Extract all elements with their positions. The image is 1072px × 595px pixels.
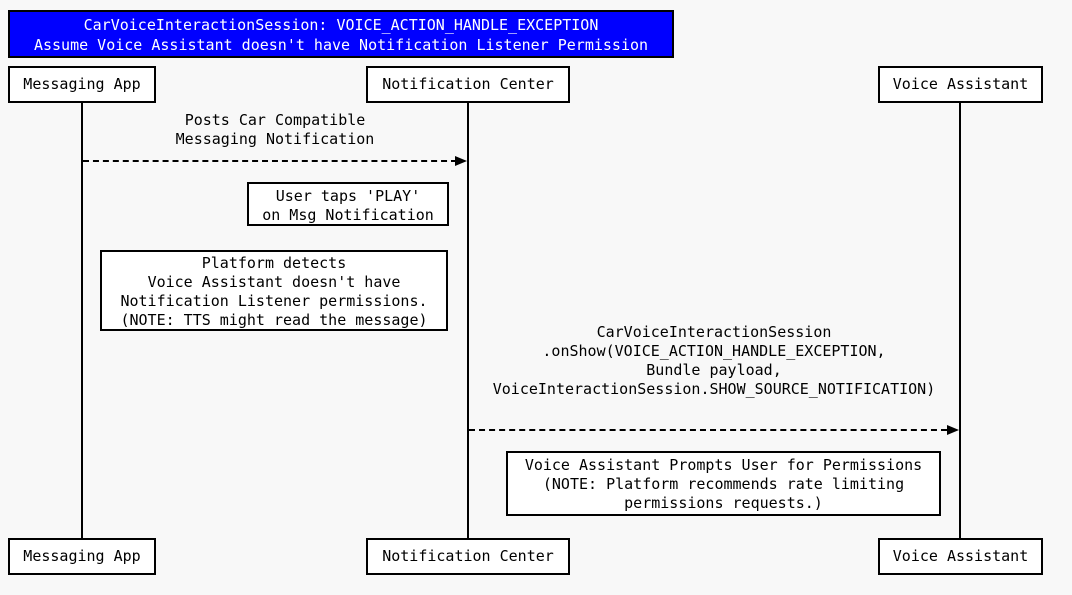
note-platform-detects: Platform detects Voice Assistant doesn't…: [100, 250, 448, 331]
note-line: Voice Assistant doesn't have: [147, 273, 401, 291]
note-user-taps-play: User taps 'PLAY' on Msg Notification: [247, 182, 449, 226]
lifeline-messaging-app: [81, 103, 83, 538]
participant-messaging-app-top: Messaging App: [8, 66, 156, 103]
diagram-title-line1: CarVoiceInteractionSession: VOICE_ACTION…: [83, 16, 599, 34]
message-2-line4: VoiceInteractionSession.SHOW_SOURCE_NOTI…: [492, 380, 936, 398]
message-1-arrow-line: [83, 160, 457, 162]
message-1-line2: Messaging Notification: [175, 130, 375, 148]
note-line: Voice Assistant Prompts User for Permiss…: [524, 456, 923, 474]
message-2-line3: Bundle payload,: [646, 361, 782, 379]
lifeline-voice-assistant: [959, 103, 961, 538]
note-line: (NOTE: Platform recommends rate limiting: [542, 475, 905, 493]
note-line: User taps 'PLAY': [275, 187, 421, 205]
note-voice-assistant-prompts: Voice Assistant Prompts User for Permiss…: [506, 451, 941, 516]
participant-label: Voice Assistant: [892, 547, 1029, 565]
participant-messaging-app-bottom: Messaging App: [8, 538, 156, 575]
participant-label: Voice Assistant: [892, 75, 1029, 93]
participant-label: Messaging App: [23, 547, 141, 565]
message-2-arrow-line: [469, 429, 947, 431]
diagram-title: CarVoiceInteractionSession: VOICE_ACTION…: [8, 10, 674, 58]
note-line: Notification Listener permissions.: [120, 292, 428, 310]
lifeline-notification-center: [467, 103, 469, 538]
participant-notification-center-bottom: Notification Center: [366, 538, 570, 575]
arrowhead-right-icon: [455, 156, 467, 166]
note-line: on Msg Notification: [262, 206, 434, 224]
message-2-line2: .onShow(VOICE_ACTION_HANDLE_EXCEPTION,: [542, 342, 886, 360]
participant-label: Messaging App: [23, 75, 141, 93]
note-line: Platform detects: [201, 254, 347, 272]
note-line: permissions requests.): [624, 494, 823, 512]
participant-voice-assistant-bottom: Voice Assistant: [878, 538, 1043, 575]
participant-voice-assistant-top: Voice Assistant: [878, 66, 1043, 103]
participant-label: Notification Center: [382, 547, 554, 565]
message-1-line1: Posts Car Compatible: [184, 111, 366, 129]
diagram-title-line2: Assume Voice Assistant doesn't have Noti…: [33, 36, 649, 54]
participant-label: Notification Center: [382, 75, 554, 93]
message-1-label: Posts Car Compatible Messaging Notificat…: [83, 111, 467, 149]
note-line: (NOTE: TTS might read the message): [120, 311, 428, 329]
message-2-label: CarVoiceInteractionSession .onShow(VOICE…: [468, 323, 960, 399]
message-2-line1: CarVoiceInteractionSession: [596, 323, 832, 341]
arrowhead-right-icon: [947, 425, 959, 435]
participant-notification-center-top: Notification Center: [366, 66, 570, 103]
